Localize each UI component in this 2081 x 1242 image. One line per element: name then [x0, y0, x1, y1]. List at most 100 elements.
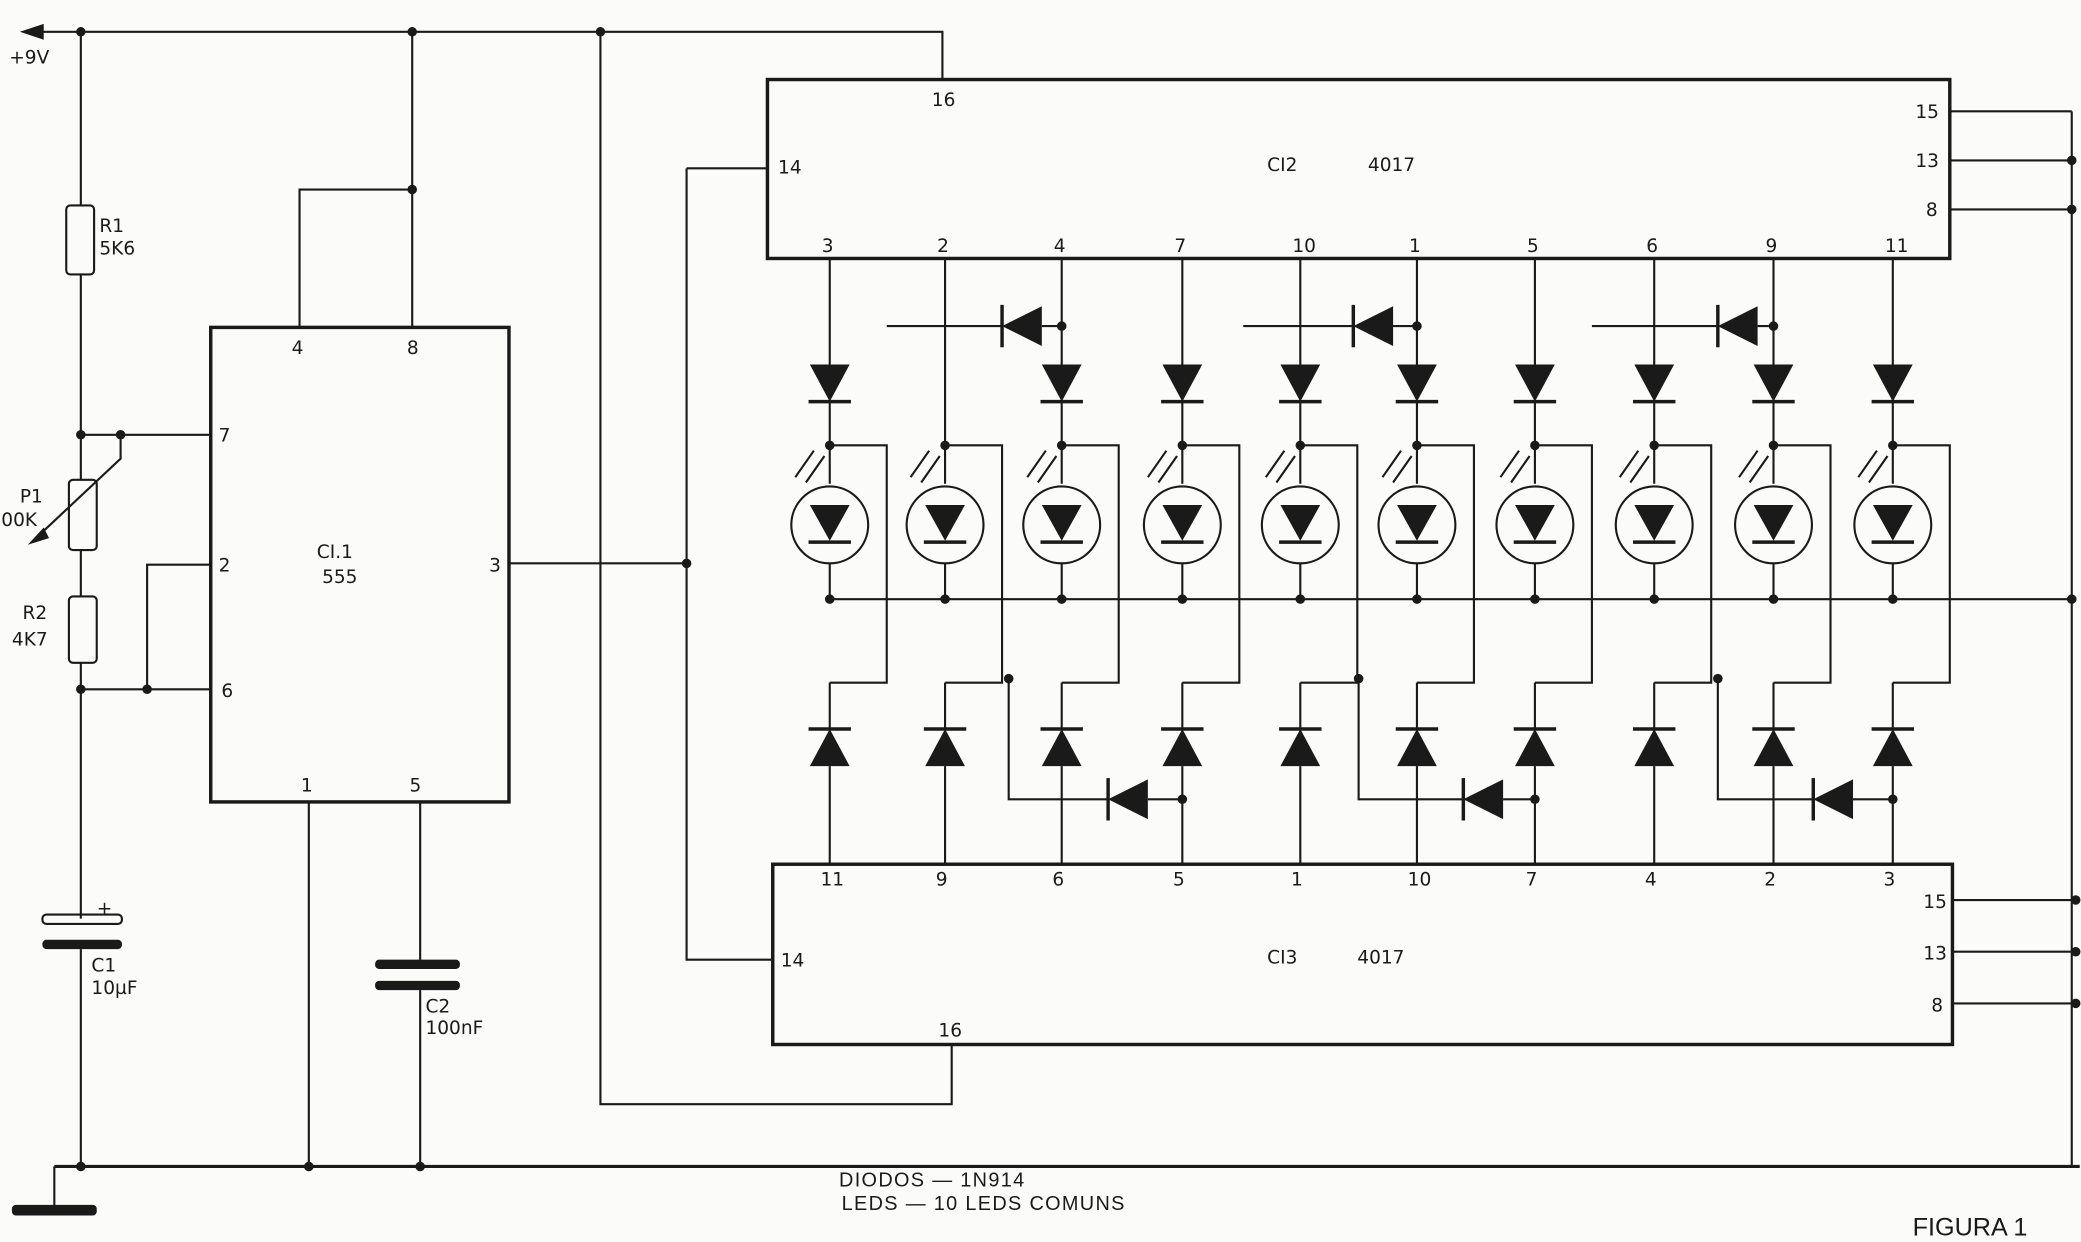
- junction-dot: [2070, 998, 2081, 1009]
- wiper-arrow-icon: [27, 527, 50, 545]
- diode-icon: [1634, 729, 1675, 767]
- junction-dot: [76, 27, 86, 37]
- supply-rail: [27, 30, 944, 80]
- c2-value: 100nF: [425, 1018, 483, 1039]
- ci3-output-pin-label: 7: [1526, 869, 1538, 890]
- routing-wire: [828, 444, 888, 865]
- ground-icon: [11, 1204, 97, 1216]
- diode-icon: [1515, 729, 1555, 767]
- diode-icon: [1041, 729, 1082, 767]
- light-arrows-icon: [909, 450, 941, 484]
- ci2-name: CI2: [1267, 155, 1297, 176]
- junction-dot: [681, 558, 692, 569]
- ci2-output-pin-label: 7: [1174, 236, 1186, 257]
- ci2-pin-label: 8: [1926, 200, 1938, 221]
- junction-dot: [407, 27, 417, 37]
- ci1-pin-label: 4: [292, 338, 304, 359]
- junction-dot: [2066, 204, 2077, 215]
- junction-dot: [1056, 594, 1067, 604]
- led-triangle: [809, 505, 850, 541]
- junction-dot: [1768, 321, 1779, 331]
- capacitor-c1-plate: [41, 913, 123, 925]
- diode-icon: [1397, 364, 1437, 402]
- ci2-pin-label: 13: [1915, 151, 1939, 172]
- routing-wire: [1891, 444, 1951, 865]
- junction-dot: [1713, 673, 1723, 684]
- junction-dot: [76, 684, 86, 695]
- diode-icon: [1108, 779, 1148, 820]
- pin1-5-wire: [307, 801, 422, 1167]
- led-matrix: [790, 258, 1951, 865]
- led-triangle: [1280, 505, 1321, 541]
- capacitor-c1-plate-neg: [42, 939, 122, 950]
- ci1-pin-label: 5: [410, 775, 422, 796]
- junction-dot: [940, 594, 950, 604]
- ci3-output-pin-label: 4: [1645, 869, 1657, 890]
- ci1-pin-label: 7: [219, 425, 231, 446]
- ci2-output-pin-label: 2: [937, 236, 949, 257]
- ci3-output-pin-label: 10: [1408, 869, 1432, 890]
- ci2-output-pin-label: 9: [1766, 236, 1778, 257]
- junction-dot: [595, 27, 606, 37]
- junction-dot: [1530, 794, 1540, 805]
- led-triangle: [1515, 505, 1555, 541]
- ci3-part: 4017: [1357, 948, 1404, 969]
- ci3-output-pin-label: 3: [1884, 869, 1896, 890]
- junction-dot: [415, 1161, 425, 1172]
- light-arrows-icon: [1146, 450, 1178, 484]
- diode-wire: [1007, 678, 1183, 801]
- diode-icon: [1162, 364, 1203, 402]
- diode-wire: [1716, 678, 1893, 801]
- ci2-output-pin-label: 11: [1885, 236, 1909, 257]
- ci3-supply-wire: [599, 31, 953, 1106]
- junction-dot: [1353, 673, 1364, 684]
- junction-dot: [1888, 794, 1898, 805]
- diode-icon: [1353, 306, 1394, 346]
- led-triangle: [1041, 505, 1082, 541]
- ci1-name: CI.1: [317, 542, 353, 563]
- ci3-pin-label: 16: [938, 1021, 962, 1042]
- routing-wire: [944, 444, 1004, 865]
- diode-icon: [1634, 364, 1675, 402]
- supply-label: +9V: [9, 48, 49, 69]
- junction-dot: [142, 684, 152, 695]
- ci3-pin-label: 15: [1923, 892, 1947, 913]
- ci3-pin-label: 13: [1923, 944, 1947, 965]
- diode-icon: [1280, 364, 1321, 402]
- diode-icon: [1162, 729, 1203, 767]
- routing-wire: [1415, 444, 1476, 865]
- ci2-output-pin-label: 1: [1409, 236, 1421, 257]
- ci2-output-pin-label: 6: [1646, 236, 1658, 257]
- junction-dot: [115, 429, 126, 440]
- ci1-part: 555: [322, 567, 357, 588]
- diode-icon: [925, 729, 965, 767]
- ci2-output-pin-label: 5: [1527, 236, 1539, 257]
- junction-dot: [1412, 440, 1422, 451]
- ci1-pin-label: 1: [301, 775, 313, 796]
- ci3-output-pin-label: 9: [936, 869, 948, 890]
- junction-dot: [1768, 594, 1779, 604]
- light-arrows-icon: [1499, 450, 1531, 484]
- junction-dot: [824, 440, 835, 451]
- r1-value: 5K6: [99, 238, 135, 259]
- diode-icon: [809, 729, 850, 767]
- ci1-pin-label: 3: [489, 555, 501, 576]
- c1-name: C1: [91, 956, 116, 977]
- potentiometer-p1: [67, 478, 98, 552]
- ci2-output-pin-label: 10: [1292, 236, 1316, 257]
- diode-icon: [1717, 306, 1758, 346]
- ci1-pin-label: 8: [407, 338, 419, 359]
- light-arrows-icon: [1738, 450, 1770, 484]
- pin2-6-wire: [80, 563, 211, 691]
- light-arrows-icon: [1026, 450, 1058, 484]
- diode-icon: [1515, 364, 1555, 402]
- junction-dot: [2070, 895, 2081, 905]
- diode-icon: [1280, 729, 1321, 767]
- routing-wire: [1533, 444, 1593, 865]
- pin4-8-wire: [298, 31, 414, 328]
- led-triangle: [1753, 505, 1794, 541]
- ci2-output-pin-label: 4: [1054, 236, 1066, 257]
- junction-dot: [407, 184, 417, 195]
